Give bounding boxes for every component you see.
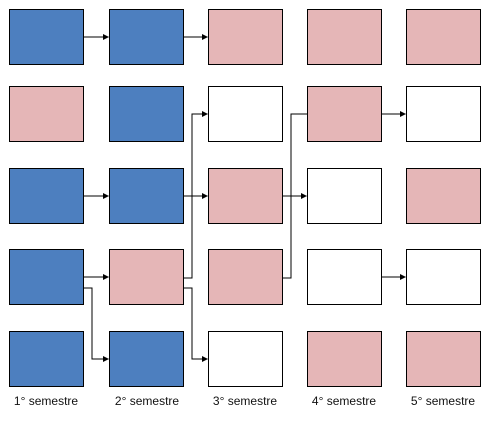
course-box-r2-c1 [9,86,84,142]
course-box-r1-c5 [406,9,481,65]
semester-label-1: 1° semestre [13,394,79,408]
connector-arrow-9 [183,287,208,362]
course-box-r1-c1 [9,9,84,65]
course-box-r3-c3 [208,168,283,224]
course-box-r3-c4 [307,168,382,224]
course-box-r4-c5 [406,249,481,305]
course-box-r5-c1 [9,331,84,387]
course-box-r2-c2 [109,86,184,142]
course-box-r5-c4 [307,331,382,387]
course-box-r3-c2 [109,168,184,224]
course-box-r2-c5 [406,86,481,142]
semester-label-4: 4° semestre [311,394,377,408]
connector-arrow-8 [183,111,208,279]
course-box-r4-c1 [9,249,84,305]
course-box-r1-c2 [109,9,184,65]
course-box-r3-c1 [9,168,84,224]
course-box-r3-c5 [406,168,481,224]
course-box-r4-c4 [307,249,382,305]
course-box-r5-c2 [109,331,184,387]
course-box-r2-c3 [208,86,283,142]
connector-arrow-7 [83,287,109,362]
semester-label-5: 5° semestre [410,394,476,408]
course-box-r2-c4 [307,86,382,142]
course-box-r5-c5 [406,331,481,387]
semester-label-2: 2° semestre [114,394,180,408]
course-box-r4-c2 [109,249,184,305]
course-box-r1-c4 [307,9,382,65]
course-box-r1-c3 [208,9,283,65]
course-box-r4-c3 [208,249,283,305]
course-box-r5-c3 [208,331,283,387]
course-boxes [9,9,481,387]
semester-label-3: 3° semestre [212,394,278,408]
